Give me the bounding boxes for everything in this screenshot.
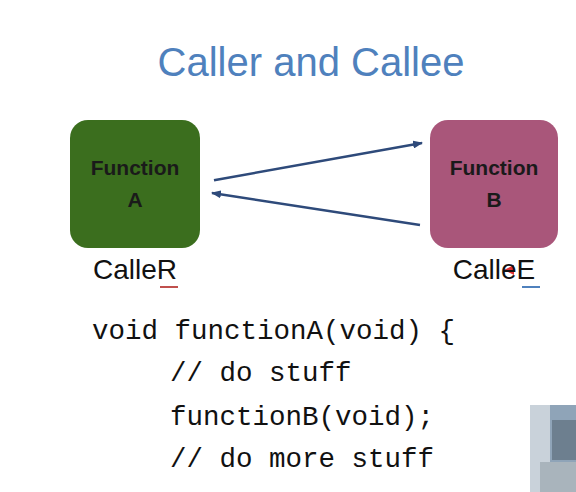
function-box: Function BCalleE (430, 120, 558, 248)
diagram-title: Caller and Callee (158, 40, 465, 85)
call-arrow (212, 193, 420, 225)
code-line: void functionA(void) { (92, 316, 455, 348)
call-arrow (214, 143, 422, 180)
underline-mark (160, 286, 178, 288)
code-line: // do stuff (170, 358, 352, 390)
function-name: Function A (90, 152, 180, 216)
underline-mark (522, 286, 540, 288)
code-line: // do more stuff (170, 444, 434, 476)
code-line: functionB(void); (170, 402, 434, 434)
webcam-thumbnail (530, 405, 576, 492)
role-label: CalleE (453, 254, 535, 286)
function-name: Function B (449, 152, 539, 216)
function-box: Function ACalleR (70, 120, 200, 248)
role-label: CalleR (93, 254, 177, 286)
